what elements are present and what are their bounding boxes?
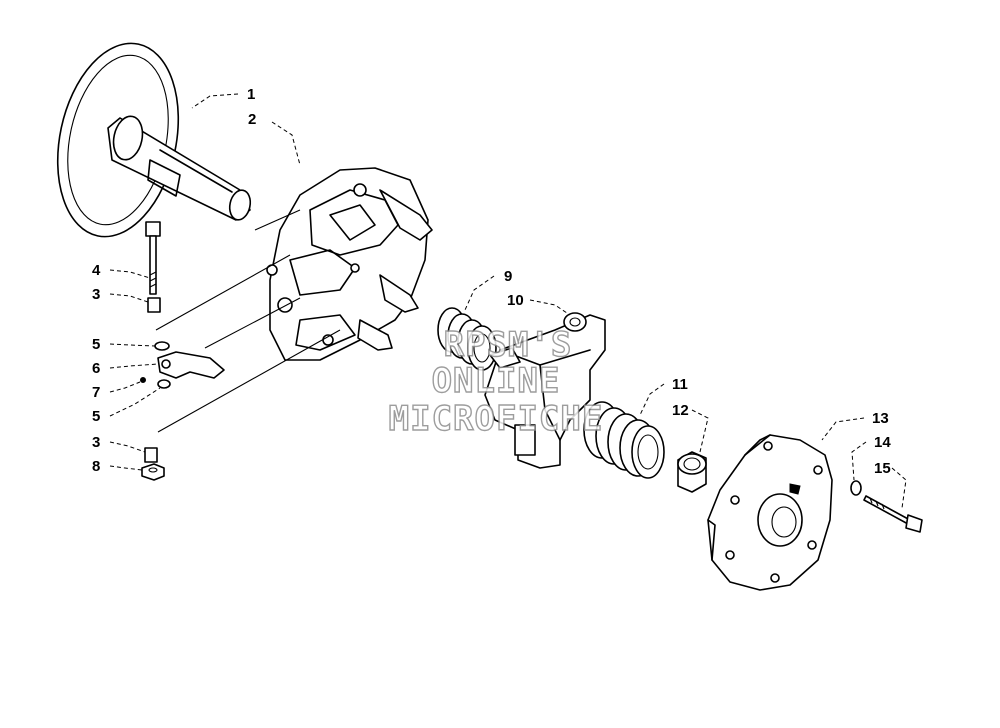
- callout-1: 1: [247, 86, 255, 103]
- part-3-bushing-lower: [144, 447, 158, 463]
- callout-6: 6: [92, 360, 100, 377]
- part-11-spring: [583, 401, 665, 479]
- part-7-pin: [140, 377, 146, 383]
- callout-2: 2: [248, 111, 256, 128]
- callout-9: 9: [504, 268, 512, 285]
- watermark: RPSM'S ONLINE MICROFICHE: [388, 324, 604, 439]
- part-13-cover-plate: [707, 434, 833, 591]
- part-10-cam-housing: [484, 312, 606, 469]
- callout-11: 11: [672, 376, 688, 393]
- part-15-bolt: [863, 495, 923, 533]
- callout-12: 12: [672, 402, 689, 419]
- callout-10: 10: [507, 292, 524, 309]
- watermark-line-1: RPSM'S: [444, 325, 573, 365]
- callout-5-lower: 5: [92, 408, 100, 425]
- callout-5-upper: 5: [92, 336, 100, 353]
- callout-4: 4: [92, 262, 101, 279]
- callout-14: 14: [874, 434, 891, 451]
- callout-7: 7: [92, 384, 100, 401]
- callout-labels: 1 2 4 3 5 6 7 5 3 8 9 10 11 12 13 14 15: [92, 86, 891, 477]
- watermark-line-3: MICROFICHE: [389, 399, 604, 439]
- callout-8: 8: [92, 458, 100, 475]
- callout-13: 13: [872, 410, 889, 427]
- part-1-sheave-disc: [56, 42, 252, 238]
- callout-15: 15: [874, 460, 891, 477]
- assembly-lines: [155, 209, 341, 433]
- callout-3-upper: 3: [92, 286, 100, 303]
- part-4-bolt: [145, 221, 161, 295]
- part-5-washer-upper: [154, 341, 170, 351]
- part-12-bushing: [677, 451, 707, 493]
- callout-3-lower: 3: [92, 434, 100, 451]
- part-3-bushing-upper: [147, 297, 161, 313]
- watermark-line-2: ONLINE: [432, 361, 561, 401]
- part-5-washer-lower: [157, 379, 171, 389]
- part-14-washer: [850, 480, 862, 496]
- part-9-spring: [437, 307, 497, 371]
- leader-lines: [109, 93, 907, 509]
- part-6-arm: [157, 351, 225, 379]
- part-8-nut: [141, 463, 165, 481]
- part-2-spider-body: [266, 167, 433, 361]
